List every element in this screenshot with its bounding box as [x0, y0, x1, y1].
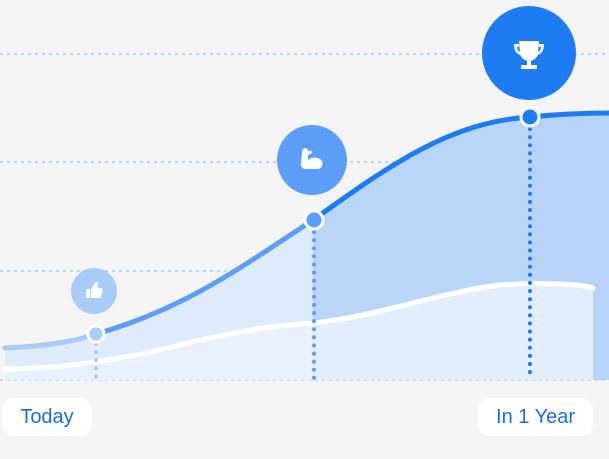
thumbs-up-icon — [86, 281, 103, 298]
data-point-start — [86, 324, 106, 344]
drop-lines — [94, 127, 532, 380]
milestone-badge-middle — [277, 125, 347, 195]
baseline-curve — [2, 281, 596, 372]
milestone-badge-end — [482, 6, 576, 100]
milestone-badge-start — [71, 268, 117, 314]
data-point-middle — [303, 209, 325, 231]
trend-line-end — [310, 110, 609, 223]
timeline-end-label: In 1 Year — [478, 398, 593, 436]
timeline-start-label: Today — [2, 398, 92, 436]
trophy-icon — [514, 41, 544, 69]
data-points — [86, 106, 541, 344]
trend-line-middle — [93, 217, 316, 337]
area-lower — [5, 283, 593, 380]
data-point-end — [519, 106, 541, 128]
flexed-bicep-icon — [300, 148, 323, 169]
